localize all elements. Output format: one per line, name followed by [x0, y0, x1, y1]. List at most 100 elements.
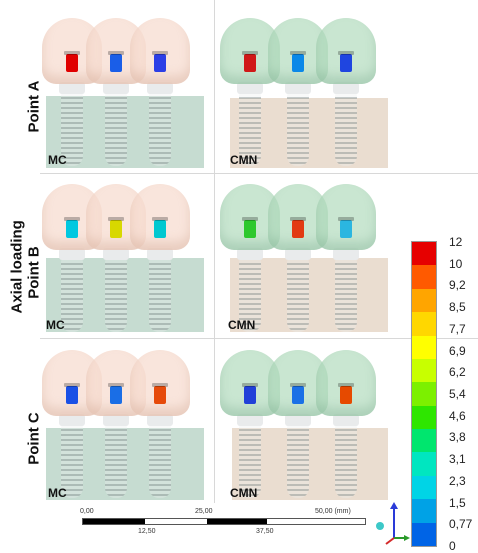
panel-label-mc-c: MC — [48, 486, 67, 500]
legend-tick-label: 4,6 — [449, 408, 466, 423]
legend-tick-label: 5,4 — [449, 387, 466, 401]
scale-label-25: 25,00 — [195, 508, 213, 515]
screw-stress-marker — [242, 51, 258, 72]
screw-stress-marker — [152, 217, 168, 238]
implant-body — [287, 424, 309, 498]
abutment-collar — [147, 414, 173, 426]
screw-head — [242, 51, 258, 55]
scale-label-0: 0,00 — [80, 508, 94, 515]
implant-unit-cmn-c-2 — [268, 350, 328, 500]
screw-head — [108, 383, 124, 387]
screw-stress-marker — [290, 383, 306, 404]
horizontal-divider-1 — [40, 173, 478, 174]
implant-unit-mc-b-3 — [130, 184, 190, 334]
screw-head — [242, 217, 258, 221]
screw-head — [152, 383, 168, 387]
implant-body — [61, 92, 83, 166]
screw-stress-marker — [290, 217, 306, 238]
crown — [316, 350, 376, 416]
screw-head — [64, 383, 80, 387]
screw-head — [152, 217, 168, 221]
implant-body — [149, 424, 171, 498]
implant-body — [105, 424, 127, 498]
implant-body — [149, 258, 171, 332]
screw-stress-marker — [242, 217, 258, 238]
panel-label-mc-a: MC — [48, 153, 67, 167]
legend-tick-label: 0 — [449, 539, 456, 553]
abutment-collar — [333, 414, 359, 426]
implant-body — [61, 258, 83, 332]
screw-head — [108, 217, 124, 221]
legend-color-cell — [412, 405, 436, 429]
screw-head — [108, 51, 124, 55]
crown — [316, 18, 376, 84]
legend-color-cell — [412, 335, 436, 359]
abutment-collar — [147, 248, 173, 260]
implant-body — [335, 258, 357, 332]
crown — [130, 350, 190, 416]
implant-unit-cmn-a-1 — [220, 18, 280, 168]
screw-head — [64, 51, 80, 55]
panel-label-cmn-b: CMN — [228, 318, 256, 332]
screw-stress-marker — [290, 51, 306, 72]
screw-stress-marker — [338, 383, 354, 404]
screw-stress-marker — [108, 51, 124, 72]
abutment-collar — [333, 248, 359, 260]
axial-loading-label: Axial loading — [8, 220, 26, 314]
legend-tick-label: 1,5 — [449, 495, 466, 510]
implant-unit-cmn-c-3 — [316, 350, 376, 500]
legend-tick-label: 9,2 — [449, 278, 466, 293]
legend-tick-label: 2,3 — [449, 473, 466, 488]
legend-color-cell — [412, 265, 436, 289]
screw-stress-marker — [64, 51, 80, 72]
abutment-collar — [285, 248, 311, 260]
panel-label-cmn-a: CMN — [230, 153, 258, 167]
abutment-collar — [59, 248, 85, 260]
scale-label-12-5: 12,50 — [138, 528, 156, 535]
scale-label-50: 50,00 (mm) — [315, 508, 351, 515]
row-label-point-c: Point C — [25, 412, 43, 465]
abutment-collar — [237, 82, 263, 94]
screw-head — [290, 383, 306, 387]
screw-stress-marker — [338, 51, 354, 72]
implant-body — [239, 424, 261, 498]
implant-unit-cmn-b-3 — [316, 184, 376, 334]
implant-body — [105, 258, 127, 332]
abutment-collar — [333, 82, 359, 94]
legend-tick-label: 8,5 — [449, 300, 466, 315]
crown — [130, 184, 190, 250]
panel-label-mc-b: MC — [46, 318, 65, 332]
vertical-divider — [214, 0, 215, 503]
legend-tick-label: 6,9 — [449, 343, 466, 358]
screw-stress-marker — [108, 383, 124, 404]
abutment-collar — [237, 414, 263, 426]
screw-stress-marker — [64, 217, 80, 238]
screw-stress-marker — [152, 51, 168, 72]
screw-head — [338, 51, 354, 55]
screw-head — [338, 383, 354, 387]
legend-color-cell — [412, 312, 436, 336]
legend-color-cell — [412, 358, 436, 383]
screw-stress-marker — [108, 217, 124, 238]
legend-color-cell — [412, 242, 436, 266]
implant-body — [61, 424, 83, 498]
crown — [130, 18, 190, 84]
scale-bar — [82, 518, 366, 525]
implant-body — [335, 92, 357, 166]
implant-body — [105, 92, 127, 166]
screw-head — [338, 217, 354, 221]
legend-tick-label: 3,8 — [449, 430, 466, 445]
abutment-collar — [59, 82, 85, 94]
abutment-collar — [59, 414, 85, 426]
implant-unit-mc-c-3 — [130, 350, 190, 500]
abutment-collar — [103, 82, 129, 94]
screw-head — [290, 217, 306, 221]
abutment-collar — [285, 414, 311, 426]
row-label-point-b: Point B — [25, 246, 43, 299]
abutment-collar — [285, 82, 311, 94]
legend-tick-label: 6,2 — [449, 365, 466, 380]
implant-body — [239, 92, 261, 166]
screw-stress-marker — [152, 383, 168, 404]
abutment-collar — [103, 248, 129, 260]
abutment-collar — [103, 414, 129, 426]
